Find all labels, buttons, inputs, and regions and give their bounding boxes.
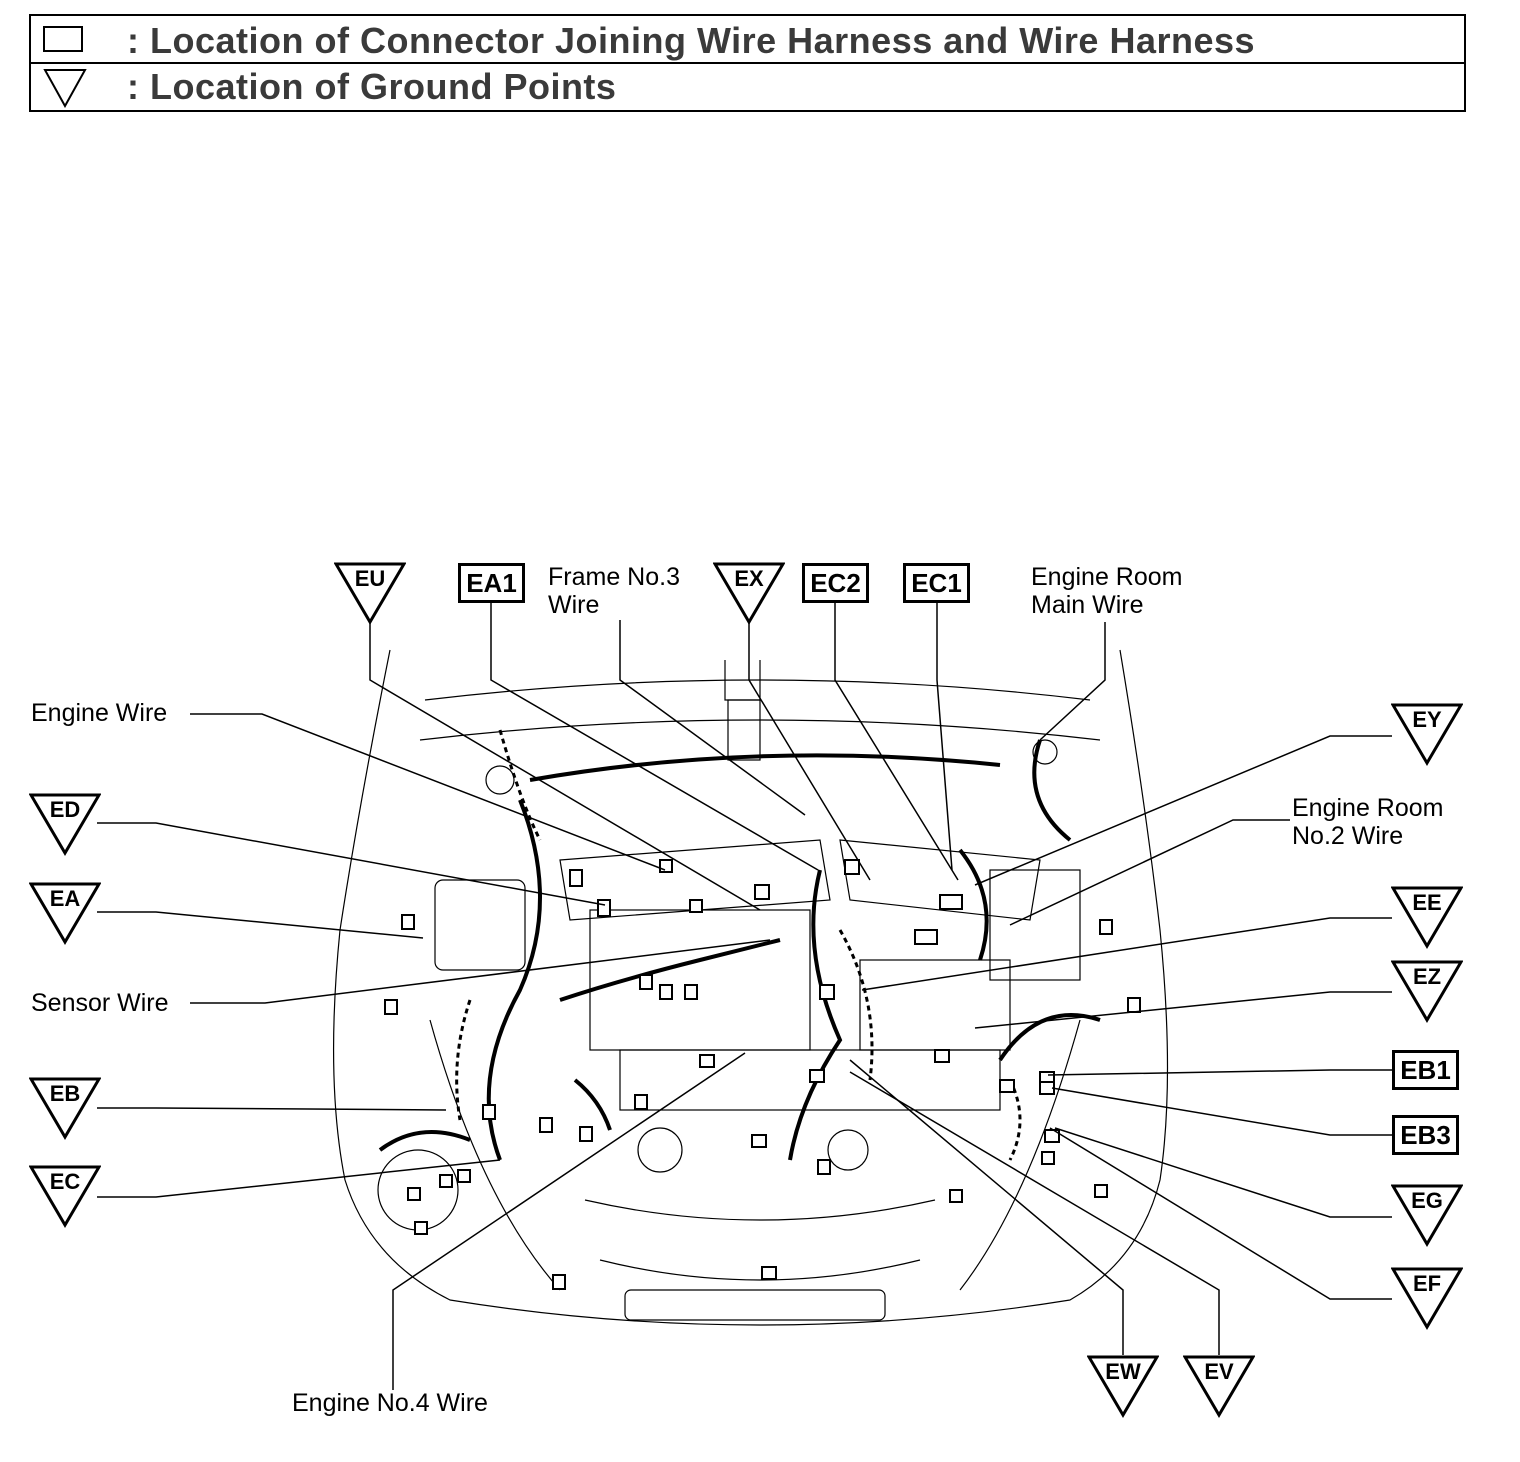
label-engine-room-no2-line2: No.2 Wire bbox=[1292, 822, 1404, 850]
label-engine-no4-wire: Engine No.4 Wire bbox=[292, 1389, 488, 1417]
label-engine-wire: Engine Wire bbox=[31, 699, 168, 727]
legend-row-ground: : Location of Ground Points bbox=[31, 64, 1464, 112]
legend-ground-text: : Location of Ground Points bbox=[127, 66, 617, 107]
ground-tag-label: EU bbox=[354, 566, 386, 591]
ground-triangle-icon bbox=[333, 562, 407, 625]
label-engine-room-main-line1: Engine Room bbox=[1031, 563, 1183, 591]
ground-tag-label: EW bbox=[1105, 1359, 1141, 1384]
ground-triangle-icon bbox=[28, 1077, 102, 1140]
ground-tag-label: EA bbox=[49, 886, 81, 911]
ground-symbol-icon bbox=[43, 69, 87, 108]
ground-tag-label: EB bbox=[49, 1081, 81, 1106]
legend-connector-text: : Location of Connector Joining Wire Har… bbox=[127, 20, 1256, 61]
ground-tag-label: EX bbox=[734, 566, 764, 591]
label-frame-no3-line1: Frame No.3 bbox=[548, 563, 680, 591]
connector-blocks bbox=[384, 859, 1141, 1290]
ground-tag-ez: EZ bbox=[1390, 960, 1464, 1024]
ground-tag-eb: EB bbox=[28, 1077, 102, 1141]
label-sensor-wire: Sensor Wire bbox=[31, 989, 169, 1017]
ground-tag-label: EY bbox=[1412, 707, 1442, 732]
ground-tag-label: EF bbox=[1412, 1271, 1442, 1296]
ground-tag-label: EZ bbox=[1412, 964, 1442, 989]
ground-tag-ew: EW bbox=[1086, 1355, 1160, 1419]
connector-tag-ec1: EC1 bbox=[903, 563, 970, 603]
connector-symbol-icon bbox=[43, 26, 83, 52]
ground-tag-ev: EV bbox=[1182, 1355, 1256, 1419]
ground-tag-label: EC bbox=[49, 1169, 81, 1194]
ground-tag-label: EV bbox=[1204, 1359, 1234, 1384]
ground-triangle-icon bbox=[1182, 1355, 1256, 1418]
ground-tag-ef: EF bbox=[1390, 1267, 1464, 1331]
ground-triangle-icon bbox=[1390, 703, 1464, 766]
connector-tag-eb3: EB3 bbox=[1392, 1115, 1459, 1155]
label-engine-room-main-line2: Main Wire bbox=[1031, 591, 1144, 619]
ground-tag-eg: EG bbox=[1390, 1184, 1464, 1248]
ground-triangle-icon bbox=[1390, 886, 1464, 949]
car-body-outline bbox=[332, 649, 1169, 1326]
connector-tag-ec2: EC2 bbox=[802, 563, 869, 603]
wire-harness-paths bbox=[378, 739, 1101, 1161]
connector-tag-ea1: EA1 bbox=[458, 563, 525, 603]
ground-tag-eu: EU bbox=[333, 562, 407, 626]
wire-harness-dashed bbox=[455, 729, 1022, 1161]
ground-tag-label: EG bbox=[1411, 1188, 1443, 1213]
ground-tag-ey: EY bbox=[1390, 703, 1464, 767]
ground-tag-ec: EC bbox=[28, 1165, 102, 1229]
ground-triangle-icon bbox=[712, 562, 786, 625]
legend-box: : Location of Connector Joining Wire Har… bbox=[29, 14, 1466, 112]
ground-tag-ee: EE bbox=[1390, 886, 1464, 950]
ground-triangle-icon bbox=[1390, 1184, 1464, 1247]
ground-tag-ex: EX bbox=[712, 562, 786, 626]
ground-triangle-icon bbox=[1390, 960, 1464, 1023]
label-frame-no3-line2: Wire bbox=[548, 591, 600, 619]
ground-tag-label: ED bbox=[49, 797, 81, 822]
ground-triangle-icon bbox=[28, 882, 102, 945]
ground-triangle-icon bbox=[28, 793, 102, 856]
connector-tag-eb1: EB1 bbox=[1392, 1050, 1459, 1090]
ground-triangle-icon bbox=[1086, 1355, 1160, 1418]
ground-triangle-icon bbox=[1390, 1267, 1464, 1330]
ground-triangle-icon bbox=[28, 1165, 102, 1228]
ground-tag-ea: EA bbox=[28, 882, 102, 946]
leader-lines bbox=[97, 603, 1392, 1390]
ground-tag-label: EE bbox=[1412, 890, 1442, 915]
ground-tag-ed: ED bbox=[28, 793, 102, 857]
legend-row-connector: : Location of Connector Joining Wire Har… bbox=[31, 16, 1464, 64]
label-engine-room-no2-line1: Engine Room bbox=[1292, 794, 1444, 822]
